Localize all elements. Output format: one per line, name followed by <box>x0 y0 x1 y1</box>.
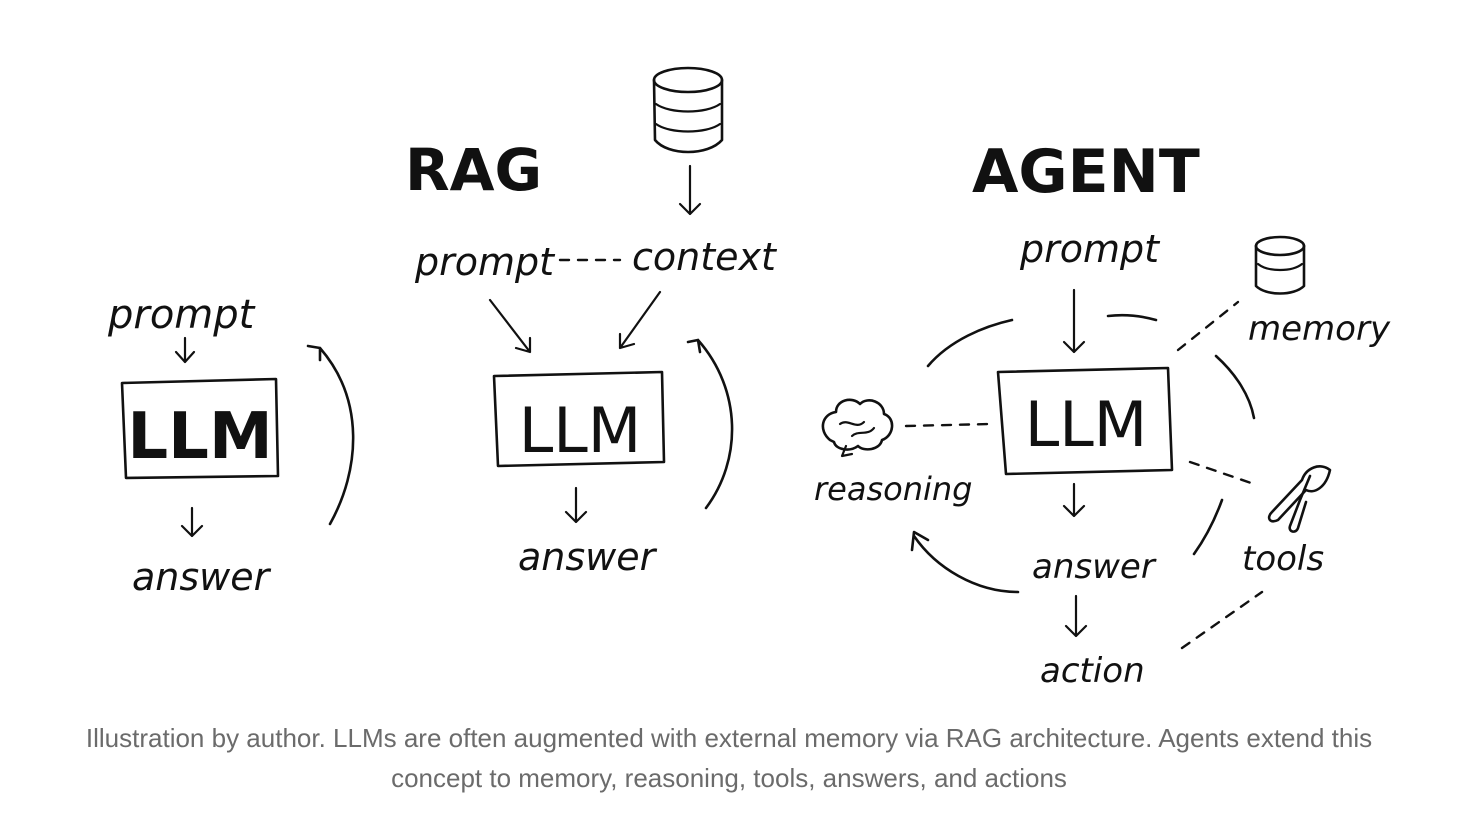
rag-llm-box <box>492 370 666 468</box>
llm-tools-dash <box>1188 460 1256 486</box>
diagram-canvas: prompt LLM answer RAG prompt context LLM… <box>107 66 1391 691</box>
plain-prompt-arrow <box>174 336 196 364</box>
agent-prompt-label: prompt <box>1019 227 1161 271</box>
rag-context-label: context <box>632 235 778 279</box>
rag-prompt-label: prompt <box>414 240 556 284</box>
plain-prompt-label: prompt <box>107 292 256 338</box>
agent-section: AGENT prompt LLM memory reasoning tools <box>814 137 1391 691</box>
agent-answer-arrow <box>1062 482 1086 518</box>
database-icon <box>652 66 724 154</box>
loop-segment-right <box>1214 354 1256 420</box>
loop-segment-top-left <box>926 318 1014 368</box>
llm-memory-dash <box>1176 300 1240 352</box>
agent-memory-label: memory <box>1248 309 1391 349</box>
rag-section: RAG prompt context LLM answer <box>405 66 778 579</box>
agent-reasoning-label: reasoning <box>814 470 972 508</box>
agent-answer-label: answer <box>1032 547 1157 587</box>
rag-context-arrow <box>618 290 662 350</box>
reasoning-llm-dash <box>904 422 992 428</box>
agent-action-arrow <box>1064 594 1088 638</box>
hand-drawn-diagram: prompt LLM answer RAG prompt context LLM… <box>107 66 1391 691</box>
rag-loop-arrow <box>686 338 734 510</box>
rag-answer-arrow <box>564 486 588 524</box>
plain-llm-box <box>120 377 280 480</box>
agent-action-label: action <box>1040 651 1145 691</box>
figure-caption: Illustration by author. LLMs are often a… <box>85 723 1373 793</box>
plain-answer-label: answer <box>132 555 272 599</box>
agent-llm-box <box>996 366 1174 476</box>
memory-database-icon <box>1254 235 1306 295</box>
rag-title: RAG <box>405 136 542 204</box>
tools-icon <box>1267 465 1332 533</box>
plain-answer-arrow <box>180 506 204 538</box>
plain-llm-label: LLM <box>127 400 272 474</box>
loop-segment-lower-right <box>1192 498 1224 556</box>
rag-answer-label: answer <box>518 535 658 579</box>
plain-loop-arrow <box>306 344 355 526</box>
loop-segment-top-right <box>1106 313 1158 322</box>
plain-llm-section: prompt LLM answer <box>107 292 355 599</box>
brain-icon <box>821 398 894 458</box>
db-to-context-arrow <box>678 164 702 216</box>
action-tools-dash <box>1180 590 1264 650</box>
rag-llm-label: LLM <box>519 394 642 467</box>
agent-prompt-arrow <box>1062 288 1086 354</box>
loop-arrow-answer-to-reasoning <box>910 530 1020 594</box>
agent-llm-label: LLM <box>1025 388 1148 461</box>
rag-prompt-arrow <box>488 298 532 354</box>
agent-title: AGENT <box>972 137 1200 207</box>
agent-tools-label: tools <box>1242 539 1324 579</box>
